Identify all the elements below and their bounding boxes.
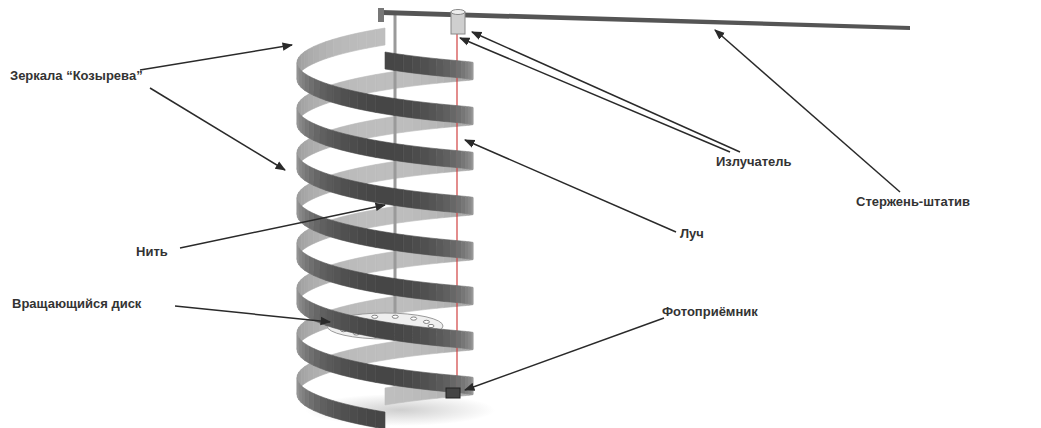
part-label: Зеркала “Козырева”	[10, 68, 143, 84]
leader-lines	[140, 30, 900, 390]
part-label: Нить	[136, 244, 168, 260]
thread-holder	[378, 8, 384, 22]
photoreceiver	[446, 388, 460, 398]
part-label: Стержень-штатив	[856, 194, 970, 210]
emitter	[451, 10, 465, 35]
mirror-front	[297, 52, 473, 428]
part-label: Луч	[680, 226, 704, 242]
mirror-back	[297, 28, 473, 405]
part-label: Вращающийся диск	[12, 296, 141, 312]
part-label: Излучатель	[716, 154, 792, 170]
part-label: Фотоприёмник	[662, 304, 758, 320]
